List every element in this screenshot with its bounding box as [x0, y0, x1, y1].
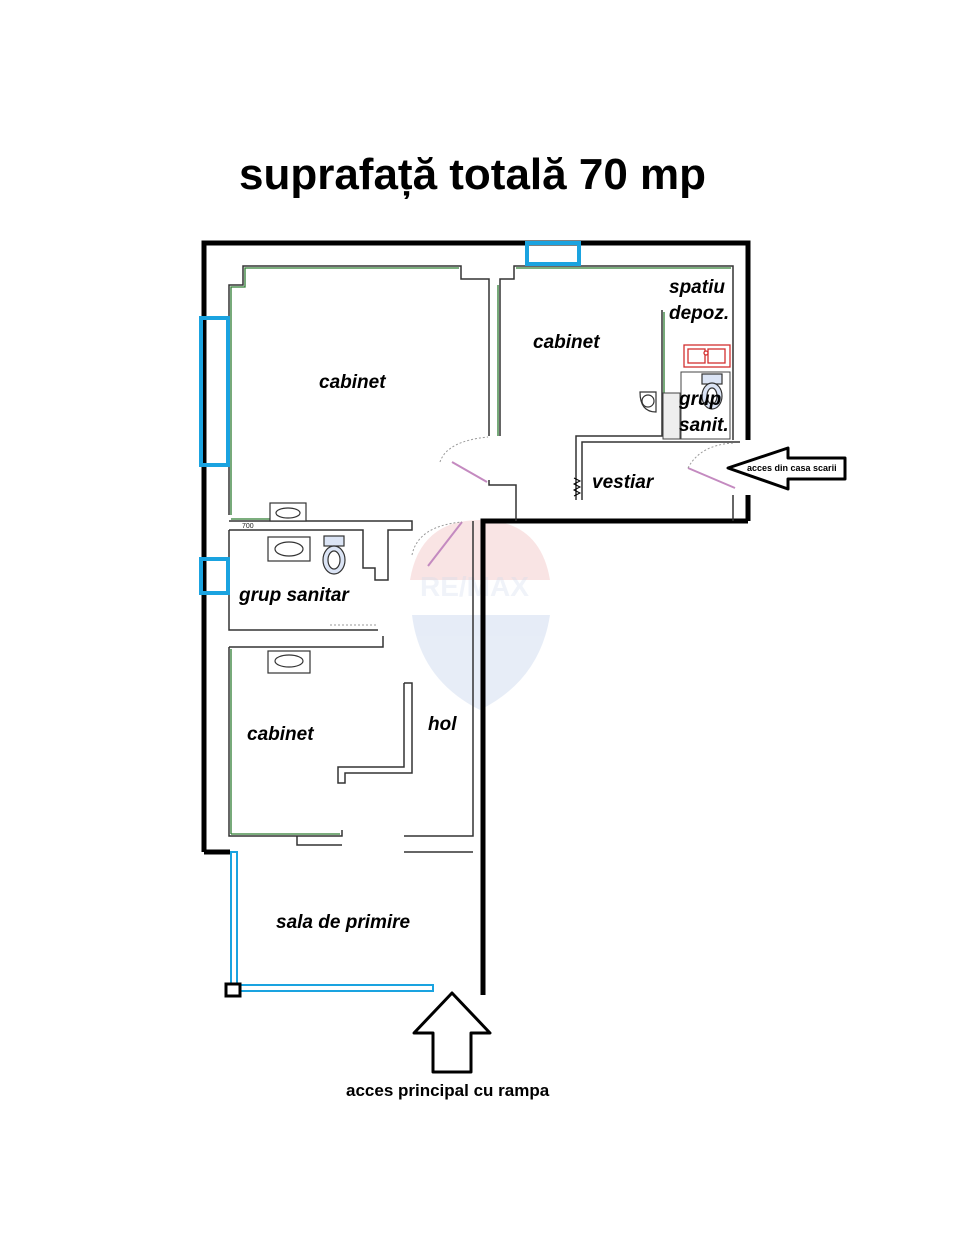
main-access-label: acces principal cu rampa	[346, 1081, 550, 1100]
dimension-label: 700	[242, 523, 254, 530]
window-reception-front	[236, 984, 434, 992]
window-left-cabinet	[199, 316, 230, 467]
interior-walls	[228, 265, 740, 853]
exterior-walls	[201, 240, 751, 995]
radiator-symbol	[572, 477, 582, 497]
room-label-cabinet-bottom: cabinet	[247, 724, 314, 745]
room-label-wc-main: grup sanitar	[238, 585, 350, 606]
doors[interactable]	[330, 436, 736, 626]
room-label-storage-2: depoz.	[669, 303, 729, 324]
wc-cubicle	[680, 371, 731, 440]
window-wc	[199, 557, 230, 595]
room-label-hall: hol	[428, 714, 457, 735]
stairs-access-label: acces din casa scarii	[747, 463, 837, 473]
corner-column	[224, 982, 242, 998]
plan-title: suprafață totală 70 mp	[238, 150, 707, 199]
wc-partition	[662, 392, 681, 440]
fixtures	[267, 373, 723, 674]
window-right-cabinet	[525, 241, 581, 266]
room-label-reception: sala de primire	[276, 912, 411, 933]
kitchen-sink-icon	[683, 344, 731, 368]
window-reception-side	[230, 851, 238, 989]
main-access-arrow-icon	[412, 991, 492, 1074]
remax-watermark: RE/MAX	[410, 520, 550, 710]
room-label-wc-small-1: grup	[678, 389, 721, 410]
room-label-cabinet-right: cabinet	[533, 332, 600, 353]
stairs-access-arrow-icon: acces din casa scarii	[726, 446, 847, 491]
toilet-icon	[323, 535, 345, 547]
room-label-cloakroom: vestiar	[592, 472, 655, 493]
room-label-storage-1: spatiu	[669, 277, 725, 298]
watermark-text: RE/MAX	[420, 571, 529, 602]
room-label-cabinet-left: cabinet	[319, 372, 386, 393]
room-label-wc-small-2: sanit.	[679, 415, 729, 436]
